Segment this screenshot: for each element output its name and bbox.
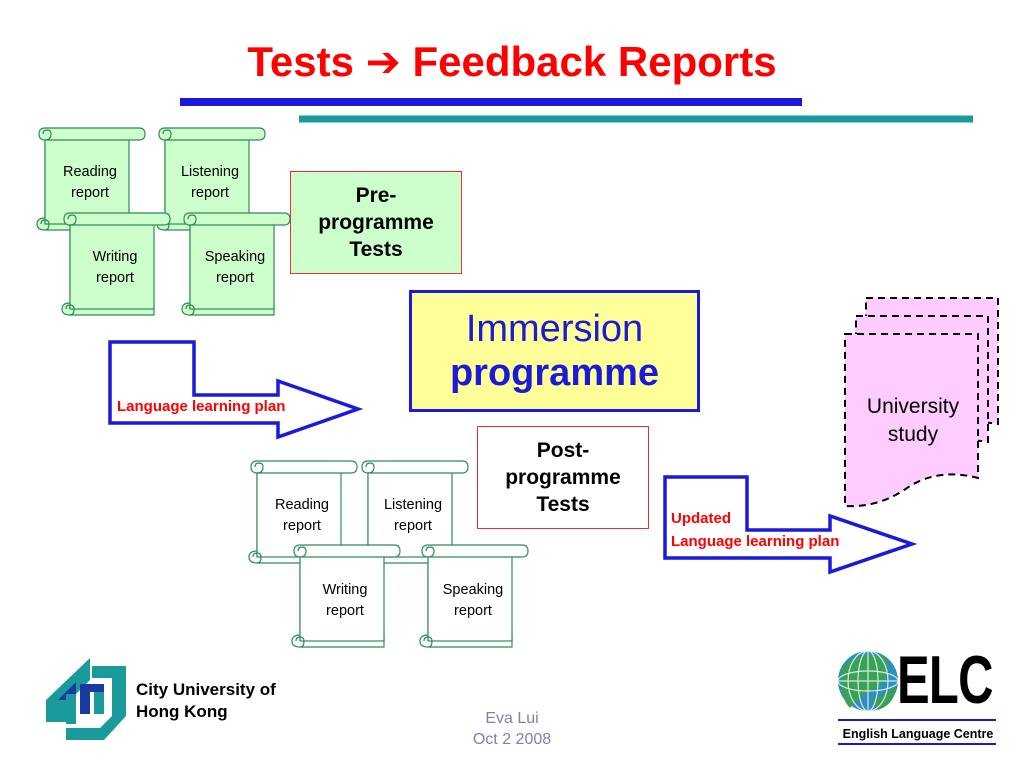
pre-box-line1: Pre- [355, 184, 397, 207]
arrow-language-plan [108, 340, 364, 440]
scroll-speaking-top-label: Speaking report [193, 247, 277, 289]
scroll-reading-top-line2: report [71, 185, 109, 201]
cityu-name: City University of Hong Kong [136, 679, 276, 723]
scroll-writing-bottom-label: Writing report [303, 580, 387, 622]
cityu-line1: City University of [136, 680, 276, 699]
scroll-reading-bottom-label: Reading report [260, 495, 344, 537]
university-documents [844, 297, 999, 508]
author-date: Oct 2 2008 [472, 731, 552, 748]
scroll-speaking-top-line2: report [216, 270, 254, 286]
scroll-listening-bottom-line1: Listening [383, 497, 443, 513]
arrow2-label-line1: Updated [671, 510, 731, 527]
scroll-reading-bottom-line1: Reading [274, 497, 329, 513]
scroll-speaking-top-line1: Speaking [204, 249, 266, 265]
university-line2: study [887, 423, 939, 446]
post-box-line2: programme [505, 466, 621, 489]
scroll-listening-bottom-label: Listening report [371, 495, 455, 537]
post-box-line3: Tests [536, 493, 590, 516]
scroll-reading-bottom-line2: report [283, 518, 321, 534]
scroll-speaking-bottom-line2: report [454, 603, 492, 619]
arrow2-label-line2: Language learning plan [671, 533, 840, 550]
author-name: Eva Lui [485, 710, 539, 727]
arrow-updated-plan [663, 475, 918, 575]
slide-title: Tests ➔ Feedback Reports [247, 38, 777, 85]
cityu-line2: Hong Kong [136, 702, 228, 721]
scroll-reading-top-line1: Reading [62, 164, 117, 180]
scroll-listening-bottom-line2: report [394, 518, 432, 534]
scroll-speaking-bottom-label: Speaking report [431, 580, 515, 622]
scroll-writing-top-line1: Writing [92, 249, 138, 265]
scroll-writing-top-line2: report [96, 270, 134, 286]
scroll-listening-top-line2: report [191, 185, 229, 201]
pre-programme-tests-box: Pre- programme Tests [290, 171, 462, 274]
scroll-listening-top-line1: Listening [180, 164, 240, 180]
scroll-reading-top-label: Reading report [48, 162, 132, 204]
immersion-line1: Immersion [465, 308, 644, 350]
scroll-writing-top-label: Writing report [73, 247, 157, 289]
pre-box-line3: Tests [349, 238, 403, 261]
cityu-logo [46, 658, 126, 740]
scroll-writing-bottom-line2: report [326, 603, 364, 619]
pre-box-line2: programme [318, 211, 434, 234]
scroll-speaking-bottom-line1: Speaking [442, 582, 504, 598]
elc-logo-text: ELC [897, 642, 993, 718]
scroll-writing-bottom-line1: Writing [322, 582, 368, 598]
scroll-listening-top-label: Listening report [168, 162, 252, 204]
university-line1: University [866, 395, 960, 418]
post-programme-tests-box: Post- programme Tests [477, 426, 649, 529]
immersion-line2: programme [449, 352, 660, 394]
elc-subtitle: English Language Centre [842, 727, 994, 741]
university-study-label: University study [843, 393, 983, 449]
author-footer: Eva Lui Oct 2 2008 [430, 708, 594, 750]
post-box-line1: Post- [536, 439, 590, 462]
elc-globe-icon [837, 650, 899, 712]
immersion-programme-box: Immersion programme [409, 290, 700, 412]
arrow1-label: Language learning plan [117, 398, 286, 415]
